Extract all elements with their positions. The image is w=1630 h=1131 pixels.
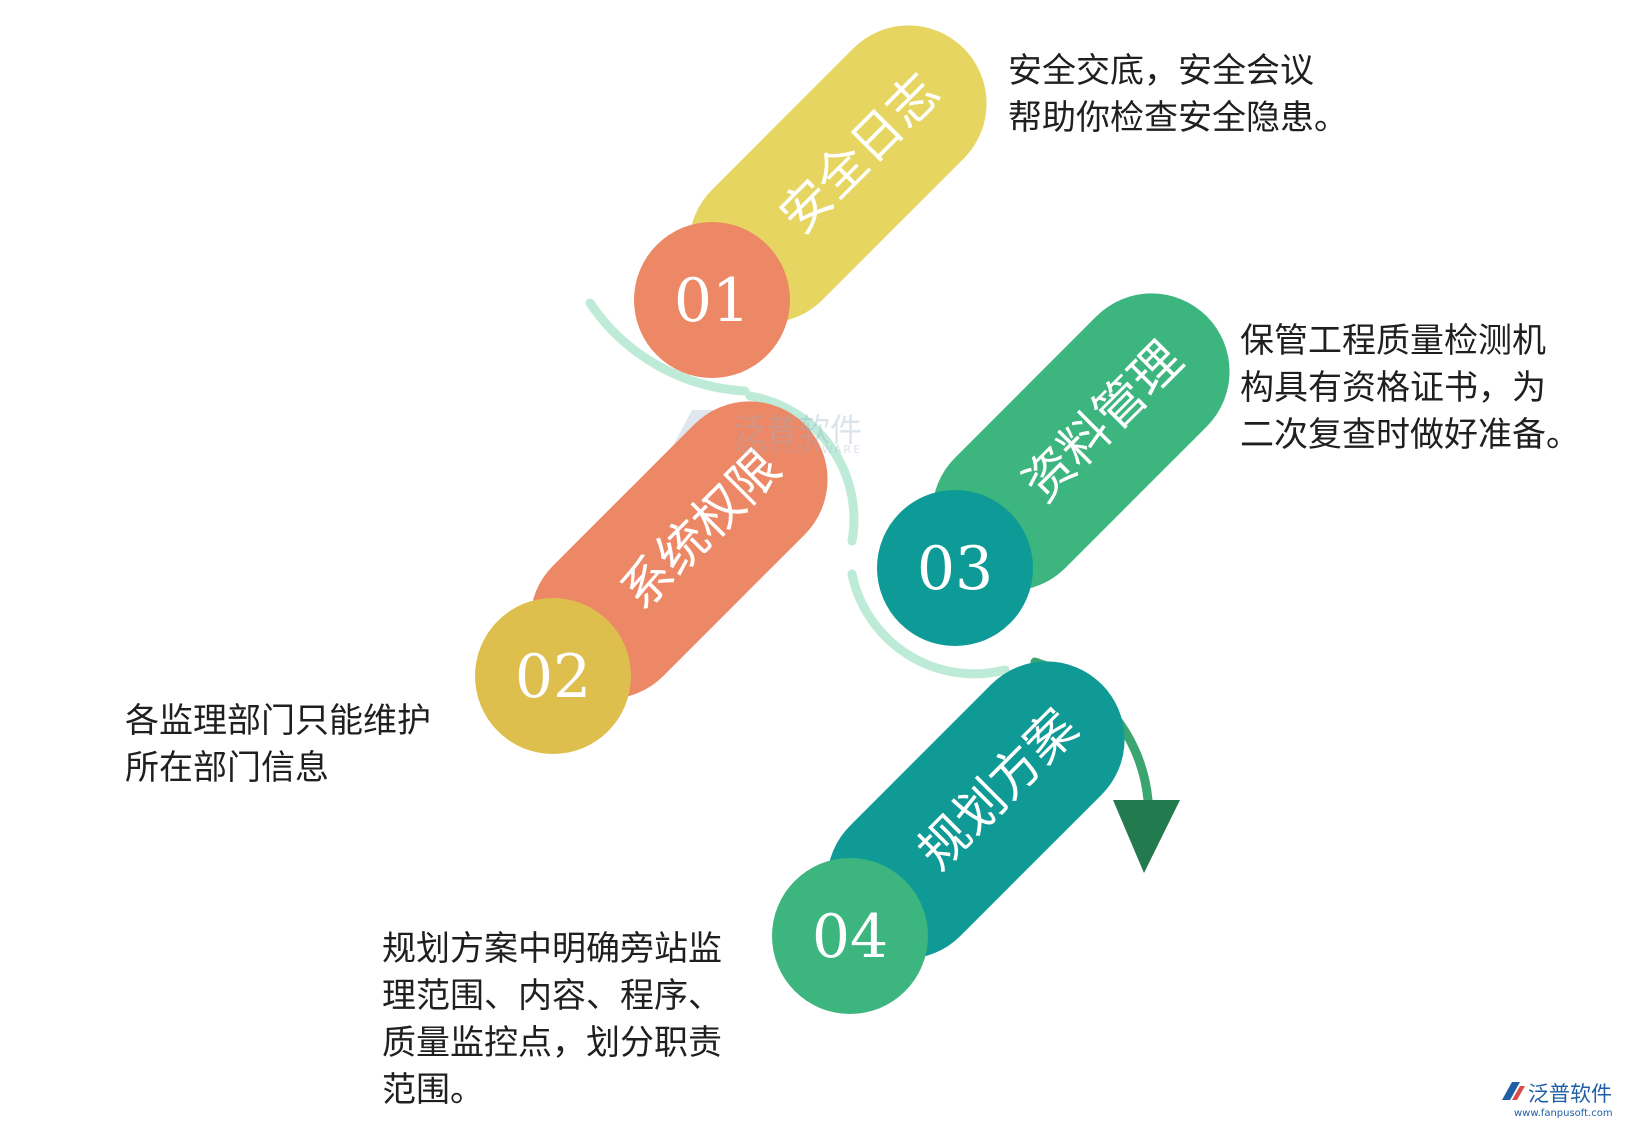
center-watermark-brand: 泛普软件 <box>734 411 863 449</box>
step-4-number: 04 <box>812 902 888 972</box>
step-4-description-line: 范围。 <box>382 1070 484 1110</box>
step-1-description-line: 安全交底，安全会议 <box>1008 51 1314 91</box>
step-1-safety-log: 安全日志 01 <box>634 25 987 378</box>
corner-logo-icon <box>1502 1082 1525 1100</box>
connector-arc-3 <box>847 569 1010 679</box>
step-4-description-line: 理范围、内容、程序、 <box>382 976 722 1016</box>
corner-watermark-brand: 泛普软件 <box>1528 1082 1612 1106</box>
step-2-number-circle <box>475 598 631 754</box>
corner-watermark-url: www.fanpusoft.com <box>1514 1108 1613 1119</box>
step-3-number: 03 <box>917 534 993 604</box>
step-4-planning-scheme: 规划方案 04 <box>772 661 1125 1014</box>
step-4-number-circle <box>772 858 928 1014</box>
arrow-head-icon <box>1113 800 1180 873</box>
step-1-description-line: 帮助你检查安全隐患。 <box>1008 98 1348 138</box>
step-3-description-line: 构具有资格证书，为 <box>1240 368 1546 408</box>
step-2-number: 02 <box>515 642 591 712</box>
center-watermark-subtitle: FANPU SOFTWARE <box>734 443 863 456</box>
step-1-description: 安全交底，安全会议 帮助你检查安全隐患。 <box>1008 48 1348 142</box>
step-2-description-line: 所在部门信息 <box>125 748 329 788</box>
step-3-number-circle <box>877 490 1033 646</box>
step-4-description-line: 质量监控点，划分职责 <box>382 1023 722 1063</box>
step-1-number-circle <box>634 222 790 378</box>
step-1-number: 01 <box>674 266 750 336</box>
corner-watermark: 泛普软件 www.fanpusoft.com <box>1500 1078 1628 1124</box>
step-4-description: 规划方案中明确旁站监 理范围、内容、程序、 质量监控点，划分职责 范围。 <box>382 926 722 1114</box>
step-2-description-line: 各监理部门只能维护 <box>125 701 431 741</box>
step-3-document-management: 资料管理 03 <box>877 293 1230 646</box>
step-3-description: 保管工程质量检测机 构具有资格证书，为 二次复查时做好准备。 <box>1240 318 1580 459</box>
connector-arc-2 <box>745 391 859 546</box>
step-4-description-line: 规划方案中明确旁站监 <box>382 929 722 969</box>
connector-arc-1 <box>585 298 750 396</box>
step-2-description: 各监理部门只能维护 所在部门信息 <box>125 698 431 792</box>
step-3-description-line: 二次复查时做好准备。 <box>1240 415 1580 455</box>
step-3-description-line: 保管工程质量检测机 <box>1240 321 1546 361</box>
